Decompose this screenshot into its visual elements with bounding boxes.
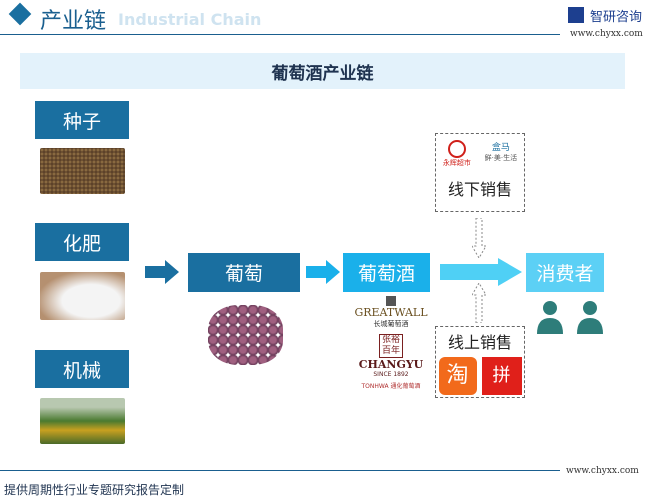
brand-logo-icon <box>568 7 584 23</box>
greatwall-en: GREATWALL <box>354 306 428 319</box>
seed-image <box>40 148 125 194</box>
header-title: 产业链 <box>40 9 107 34</box>
footer-divider <box>0 470 560 471</box>
consumers-icon <box>537 301 603 334</box>
changyu-cn2: 百年 <box>381 346 400 356</box>
grape-image <box>208 305 283 365</box>
taobao-icon: 淘 <box>438 357 477 395</box>
machinery-image <box>40 398 125 444</box>
footer-url: www.chyxx.com <box>566 466 639 476</box>
arrow-to-wine-icon <box>306 260 340 284</box>
consumer-box: 消费者 <box>526 253 604 292</box>
input-fertilizer: 化肥 <box>35 223 129 261</box>
online-sales-label: 线上销售 <box>447 333 512 352</box>
greatwall-icon <box>386 296 396 306</box>
tonhwa-cn: 通化葡萄酒 <box>390 383 421 390</box>
diagram-title: 葡萄酒产业链 <box>271 63 374 84</box>
hema-slogan: 鲜·美·生活 <box>484 154 518 162</box>
changyu-since: SINCE 1892 <box>373 371 409 378</box>
header-divider <box>0 34 560 35</box>
fertilizer-image <box>40 272 125 320</box>
offline-arrow-icon <box>472 218 486 258</box>
input-machinery: 机械 <box>35 350 129 388</box>
brand-name: 智研咨询 <box>590 10 643 25</box>
diagram-title-bar: 葡萄酒产业链 <box>20 53 625 89</box>
hema-label: 盒马 <box>491 143 510 153</box>
pinduoduo-icon: 拼 <box>481 357 522 395</box>
header-diamond-icon <box>8 2 32 26</box>
header-url: www.chyxx.com <box>570 29 643 39</box>
yonghui-logo-icon <box>447 140 466 158</box>
offline-sales-box: 永辉超市 盒马鲜·美·生活 线下销售 <box>435 133 525 212</box>
changyu-seal: 张裕 百年 <box>379 334 403 358</box>
yonghui-label: 永辉超市 <box>442 159 471 167</box>
changyu-cn: 张裕 <box>381 335 400 345</box>
header-subtitle: Industrial Chain <box>118 10 262 29</box>
input-seed: 种子 <box>35 101 129 139</box>
online-sales-box: 线上销售 淘 拼 <box>435 326 525 398</box>
wine-box: 葡萄酒 <box>343 253 430 292</box>
greatwall-cn: 长城葡萄酒 <box>373 320 409 328</box>
arrow-to-grape-icon <box>145 260 179 284</box>
grape-box: 葡萄 <box>188 253 300 292</box>
footer-text: 提供周期性行业专题研究报告定制 <box>4 483 185 497</box>
arrow-to-consumer-icon <box>440 258 522 286</box>
tonhwa-en: TONHWA <box>361 383 389 390</box>
changyu-en: CHANGYU <box>358 358 424 371</box>
online-arrow-icon <box>472 283 486 323</box>
wine-brands: GREATWALL 长城葡萄酒 张裕 百年 CHANGYU SINCE 1892… <box>350 296 432 390</box>
offline-sales-label: 线下销售 <box>447 180 512 199</box>
